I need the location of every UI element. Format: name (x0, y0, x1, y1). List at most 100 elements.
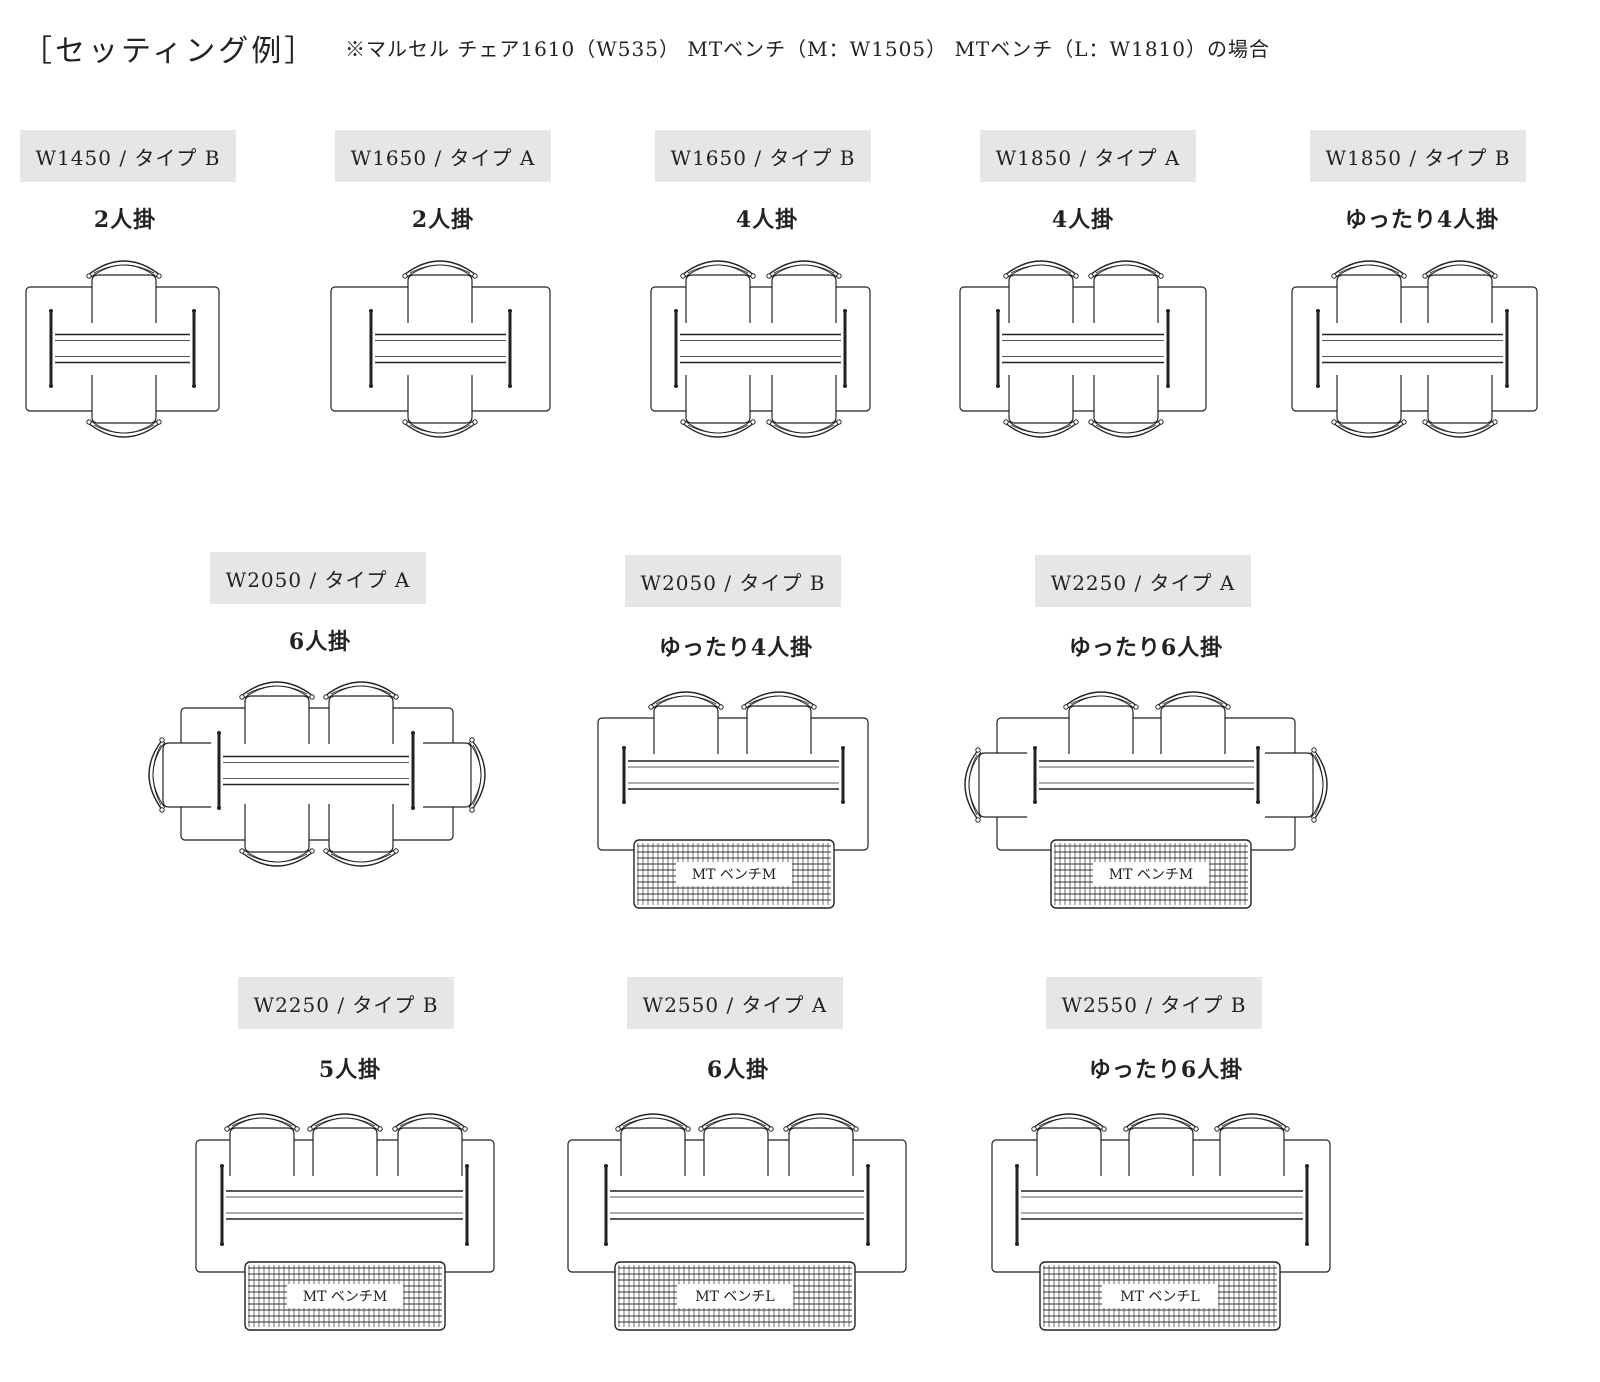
chair-icon (1088, 375, 1164, 438)
bench-label-box (287, 1284, 403, 1308)
chair-icon (615, 1113, 691, 1176)
chair-icon (423, 737, 486, 813)
setting-plan (25, 260, 220, 438)
chair-icon (1331, 260, 1407, 323)
table-frame (49, 309, 196, 388)
chair-icon (741, 691, 817, 754)
setting-plan (959, 260, 1207, 438)
table-top (1291, 286, 1538, 412)
bench-label-box (677, 1284, 793, 1308)
table-frame (369, 309, 512, 388)
setting-plan: MT ベンチL (991, 1113, 1331, 1331)
table-frame (220, 1164, 469, 1246)
chair-icon (964, 747, 1027, 823)
chair-icon (307, 1113, 383, 1176)
chair-icon (1214, 1113, 1290, 1176)
setting-plan (148, 681, 486, 867)
table-frame (1015, 1164, 1309, 1246)
table-size-tag: W1850 / タイプ A (980, 130, 1196, 182)
table-size-tag: W1650 / タイプ A (335, 130, 551, 182)
table-frame (996, 309, 1170, 388)
setting-plan (330, 260, 551, 438)
bench: MT ベンチL (1039, 1261, 1281, 1331)
seating-caption: 2人掛 (411, 207, 475, 233)
bench-label: MT ベンチM (692, 867, 776, 883)
table-frame (1033, 746, 1260, 804)
chair-icon (1422, 375, 1498, 438)
setting-plan (1291, 260, 1538, 438)
chair-icon (648, 691, 724, 754)
chair-icon (1331, 375, 1407, 438)
chair-icon (402, 260, 478, 323)
bench: MT ベンチL (614, 1261, 856, 1331)
chair-icon (766, 375, 842, 438)
setting-plan (650, 260, 871, 438)
chair-icon (239, 681, 315, 744)
seating-caption: ゆったり6人掛 (1088, 1057, 1244, 1083)
table-top (597, 717, 869, 851)
setting-plan: MT ベンチM (195, 1113, 495, 1331)
table-size-tag: W1850 / タイプ B (1310, 130, 1526, 182)
chair-icon (766, 260, 842, 323)
bench-label-box (1102, 1284, 1218, 1308)
table-size-tag: W2550 / タイプ B (1046, 977, 1262, 1029)
bench: MT ベンチM (1050, 839, 1252, 909)
chair-icon (1003, 375, 1079, 438)
seating-caption: 2人掛 (93, 207, 157, 233)
chair-icon (323, 804, 399, 867)
chair-icon (698, 1113, 774, 1176)
chair-icon (392, 1113, 468, 1176)
seating-caption: 5人掛 (318, 1057, 382, 1083)
chair-icon (1155, 691, 1231, 754)
table-top (996, 717, 1296, 851)
table-size-tag: W1450 / タイプ B (20, 130, 236, 182)
table-size-tag: W2250 / タイプ B (238, 977, 454, 1029)
table-frame (1316, 309, 1509, 388)
table-size-tag: W2250 / タイプ A (1035, 555, 1251, 607)
chair-icon (86, 260, 162, 323)
chair-icon (783, 1113, 859, 1176)
chair-icon (402, 375, 478, 438)
chair-icon (1422, 260, 1498, 323)
table-size-tag: W1650 / タイプ B (655, 130, 871, 182)
bench-label-box (676, 862, 792, 886)
table-frame (217, 731, 415, 810)
chair-icon (680, 260, 756, 323)
chair-icon (1123, 1113, 1199, 1176)
setting-plan: MT ベンチM (597, 691, 869, 909)
page-note: ※マルセル チェア1610（W535） MTベンチ（M：W1505） MTベンチ… (345, 37, 1271, 61)
seating-caption: ゆったり4人掛 (658, 635, 814, 661)
chair-icon (224, 1113, 300, 1176)
bench-label-box (1093, 862, 1209, 886)
table-size-tag: W2050 / タイプ B (625, 555, 841, 607)
chair-icon (1265, 747, 1328, 823)
chair-icon (323, 681, 399, 744)
chair-icon (239, 804, 315, 867)
seating-caption: 4人掛 (735, 207, 799, 233)
chair-icon (1063, 691, 1139, 754)
seating-caption: ゆったり4人掛 (1344, 207, 1500, 233)
bench: MT ベンチM (244, 1261, 446, 1331)
table-frame (622, 746, 845, 804)
table-size-tag: W2050 / タイプ A (210, 552, 426, 604)
seating-caption: ゆったり6人掛 (1068, 635, 1224, 661)
bench-label: MT ベンチL (695, 1289, 774, 1305)
chair-icon (680, 375, 756, 438)
chair-icon (1031, 1113, 1107, 1176)
table-frame (674, 309, 847, 388)
chair-icon (1088, 260, 1164, 323)
seating-caption: 6人掛 (288, 629, 352, 655)
table-top (650, 286, 871, 412)
seating-caption: 4人掛 (1051, 207, 1115, 233)
seating-caption: 6人掛 (706, 1057, 770, 1083)
bench-label: MT ベンチM (303, 1289, 387, 1305)
setting-plan: MT ベンチM (964, 691, 1328, 909)
page-title: ［セッティング例］ (22, 34, 318, 69)
chair-icon (86, 375, 162, 438)
bench-label: MT ベンチM (1109, 867, 1193, 883)
chair-icon (1003, 260, 1079, 323)
chair-icon (148, 737, 211, 813)
setting-plan: MT ベンチL (567, 1113, 907, 1331)
table-size-tag: W2550 / タイプ A (627, 977, 843, 1029)
